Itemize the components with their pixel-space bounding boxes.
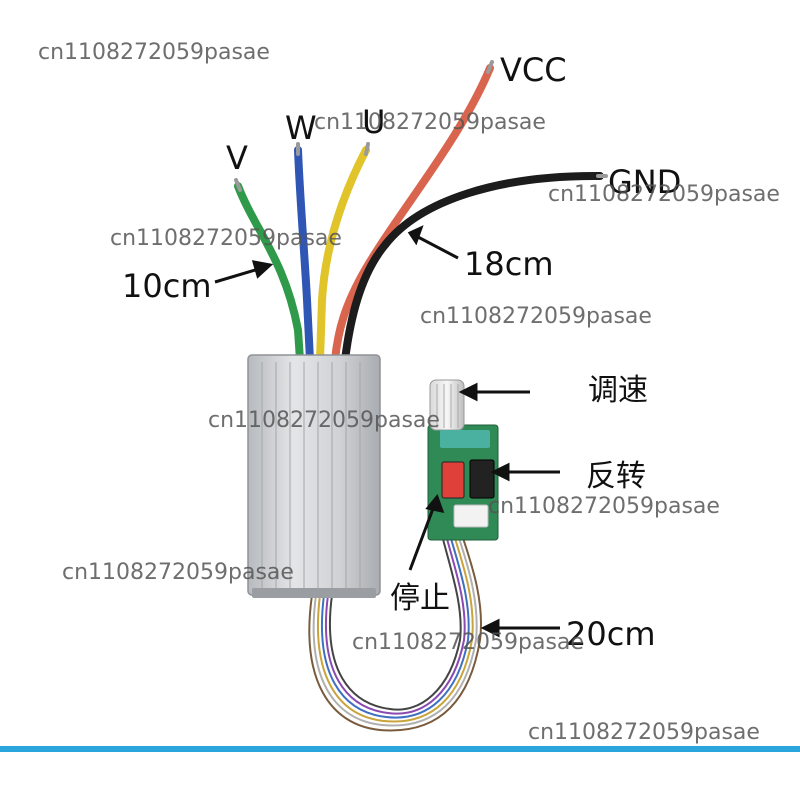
arrows [214,225,560,638]
control-board [427,379,499,541]
label-w: W [285,109,317,147]
label-power-wire-length: 18cm [464,245,554,283]
watermark: cn1108272059pasae [208,408,440,433]
watermark: cn1108272059pasae [314,110,546,135]
wire-gnd [341,171,604,364]
reverse-switch [469,459,495,499]
label-u: U [362,103,386,141]
watermark: cn1108272059pasae [488,494,720,519]
wire-v [234,182,304,364]
watermark: cn1108272059pasae [528,720,760,745]
watermark: cn1108272059pasae [548,182,780,207]
label-reverse: 反转 [586,459,646,494]
wire-w [294,146,314,364]
watermark: cn1108272059pasae [62,560,294,585]
label-motor-wire-length: 10cm [122,267,212,305]
label-vcc: VCC [500,51,567,89]
bottom-bar [0,746,800,752]
label-speed: 调速 [588,373,648,408]
label-cable-length: 20cm [566,615,656,653]
label-v: V [226,139,248,177]
watermark: cn1108272059pasae [110,226,342,251]
controller-enclosure [247,354,381,598]
watermark: cn1108272059pasae [420,304,652,329]
stop-switch [441,461,465,499]
label-gnd: GND [608,163,682,201]
watermark: cn1108272059pasae [38,40,270,65]
signal-cable [308,534,482,732]
watermark: cn1108272059pasae [352,630,584,655]
wire-u [316,146,370,364]
label-stop: 停止 [390,581,450,616]
connector [453,504,489,528]
wires [234,60,608,364]
